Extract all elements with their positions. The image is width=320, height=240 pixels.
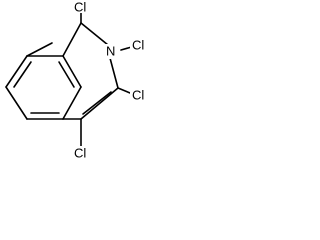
atom-cl4-label: Cl — [74, 145, 86, 160]
chemical-structure-diagram: Cl N Cl Cl Cl — [5, 0, 152, 161]
atom-cl1-label: Cl — [74, 0, 86, 14]
atom-cl-n-label: Cl — [132, 37, 144, 52]
bond-ar-1 — [26, 42, 53, 57]
atom-n2-label: N — [106, 43, 115, 58]
atom-cl3-bg — [130, 88, 152, 103]
atom-cl4-bg — [72, 146, 94, 161]
bond-n2-c3 — [109, 57, 119, 89]
atom-labels: Cl N Cl Cl Cl — [72, 0, 152, 161]
bond-ar-3 — [5, 86, 28, 120]
bonds — [5, 9, 136, 151]
bond-ar-5 — [62, 86, 82, 120]
bond-ar-6 — [62, 55, 82, 88]
atom-cl3-label: Cl — [132, 87, 144, 102]
bond-c3-c4-double — [82, 91, 112, 115]
bond-ar-inner-1 — [13, 61, 32, 88]
atom-n2-bg — [104, 44, 116, 59]
bond-c1-n2 — [80, 22, 109, 46]
bond-c3-c4 — [80, 87, 119, 120]
bond-ar-2 — [5, 55, 28, 88]
bond-c8a-c1 — [62, 22, 82, 57]
atom-cl1-bg — [74, 0, 96, 13]
atom-cl-n-bg — [130, 38, 152, 53]
bond-ar-inner-3 — [58, 61, 75, 88]
